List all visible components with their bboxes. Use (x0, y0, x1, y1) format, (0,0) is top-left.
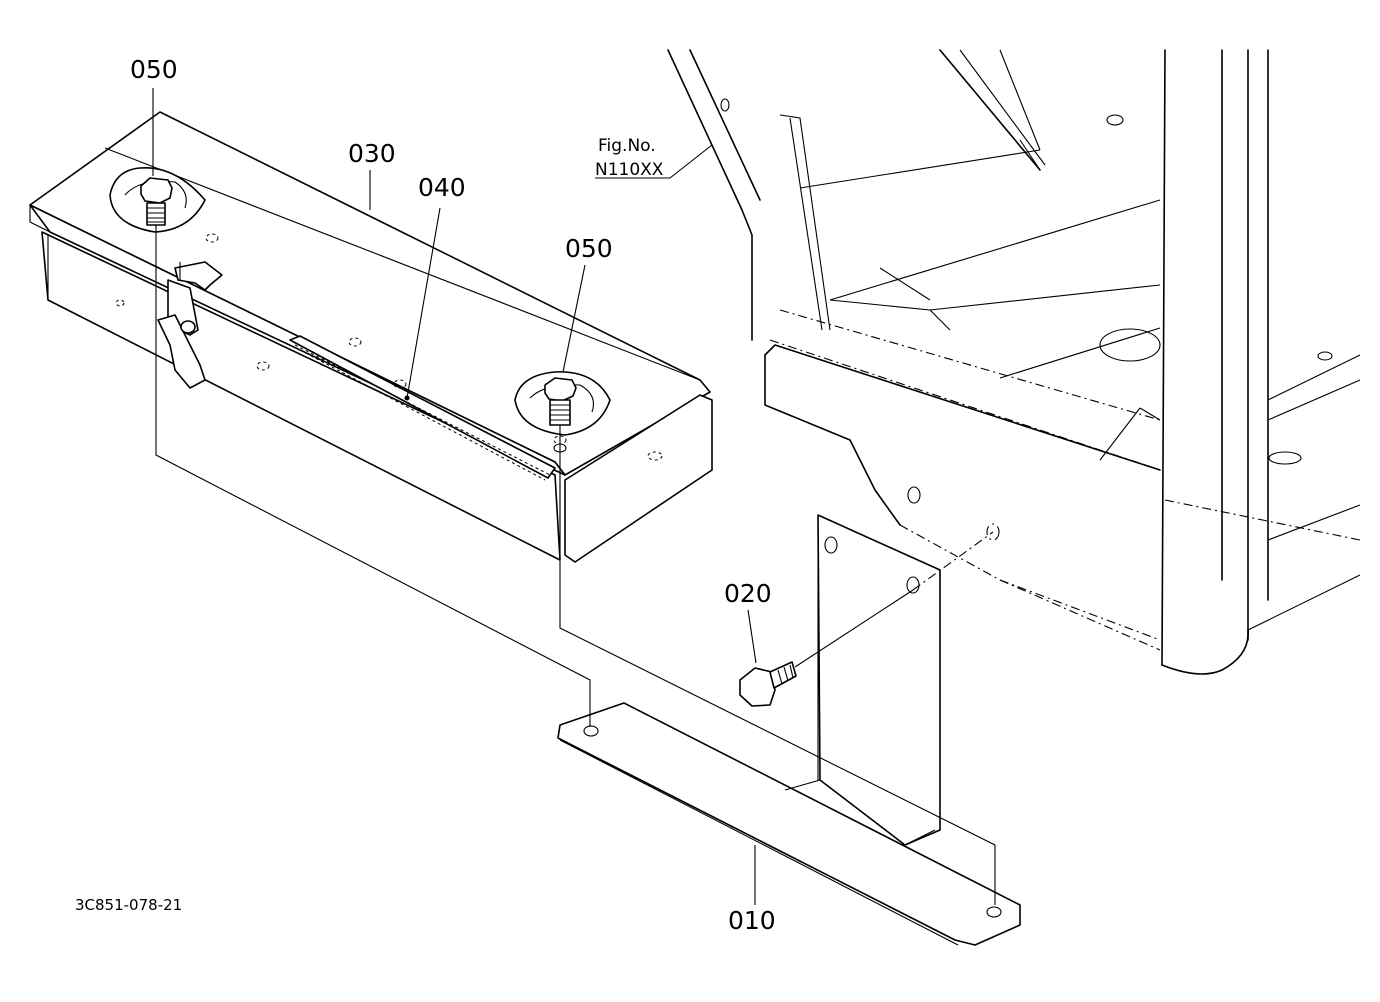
callout-030: 030 (348, 139, 396, 168)
fig-ref-number: N110XX (595, 160, 664, 180)
mounting-bracket (557, 514, 1021, 946)
callout-010: 010 (728, 906, 776, 935)
callout-050-right: 050 (565, 234, 613, 263)
assembly-lines (152, 88, 996, 905)
callout-020: 020 (724, 579, 772, 608)
callout-040: 040 (418, 173, 466, 202)
flange-bolt (739, 661, 797, 707)
fig-ref-label: Fig.No. (598, 136, 656, 156)
callout-050-left: 050 (130, 55, 178, 84)
drawing-id: 3C851-078-21 (75, 896, 182, 914)
tool-box (29, 111, 713, 563)
machine-frame (667, 49, 1361, 675)
